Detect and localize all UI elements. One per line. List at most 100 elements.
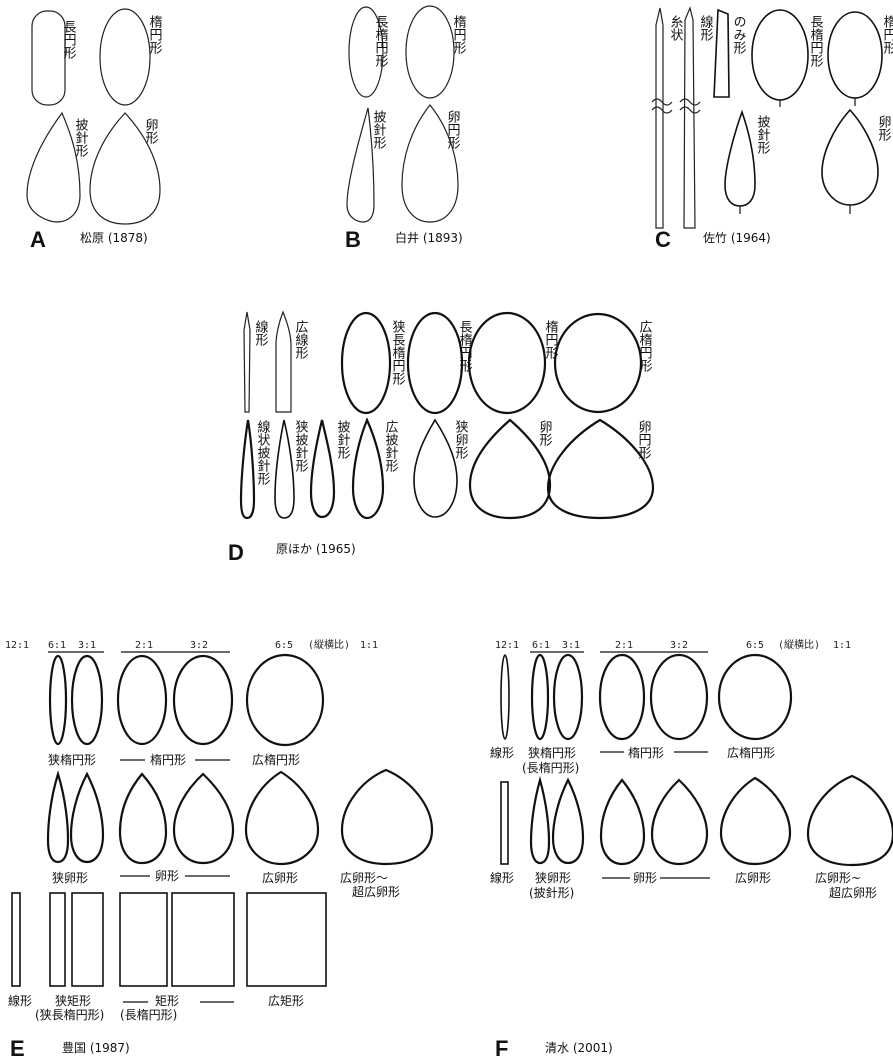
narrow-ovate-shape-b	[71, 774, 103, 862]
linear-rect-shape	[501, 782, 508, 864]
caption-c: 佐竹 (1964)	[703, 231, 771, 245]
narrow-ovate-shape-a	[531, 780, 549, 863]
narrow-elliptic-shape-b	[72, 656, 102, 744]
label-a-oblong: 長円形	[61, 20, 77, 60]
ovate-shape-a	[601, 780, 644, 864]
label-f-very-broad-ovate: 超広卵形	[829, 885, 877, 900]
label-e-narrow-elliptic: 狭楕円形	[48, 753, 96, 767]
panel-letter-f: F	[495, 1036, 508, 1061]
ratio-e-aspect-note: (縦横比)	[308, 638, 350, 651]
label-e-linear: 線形	[8, 993, 32, 1008]
label-f-elliptic: 楕円形	[628, 746, 664, 760]
rect-shape-b	[172, 893, 234, 986]
label-b-lanceolate: 披針形	[371, 110, 387, 150]
ratio-e-12-1: 12:1	[5, 640, 29, 651]
label-f-broad-elliptic: 広楕円形	[727, 746, 775, 760]
panel-letter-c: C	[655, 227, 671, 252]
panel-f: 12:1 6:1 3:1 2:1 3:2 6:5 (縦横比) 1:1 線形 狭楕…	[490, 638, 893, 1061]
ratio-e-6-1: 6:1	[48, 640, 66, 651]
wavy-break-1	[652, 99, 672, 113]
panel-letter-b: B	[345, 227, 361, 252]
ovate-shape-b	[652, 780, 707, 864]
elliptic-shape-a	[600, 655, 644, 739]
ratio-f-12-1: 12:1	[495, 640, 519, 651]
label-d-linear-lanceolate: 線状披針形	[255, 419, 271, 486]
rect-shape-a	[120, 893, 167, 986]
label-c-long-elliptic: 長楕円形	[808, 15, 824, 68]
panel-d: 線形 広線形 狭長楕円形 長楕円形 楕円形 広楕円形 線状披針形 狭披針形 披針…	[228, 312, 653, 565]
ratio-e-3-2: 3:2	[190, 640, 208, 651]
label-d-narrow-long-elliptic: 狭長楕円形	[390, 320, 406, 386]
ratio-f-6-5: 6:5	[746, 640, 764, 651]
narrow-long-elliptic-shape	[342, 313, 390, 413]
label-f-linear-2: 線形	[490, 870, 514, 885]
caption-a: 松原 (1878)	[80, 231, 148, 245]
lanceolate-shape	[725, 112, 755, 206]
label-e-broad-rect: 広矩形	[268, 994, 304, 1008]
wavy-break-2	[680, 99, 700, 113]
label-e-broad-elliptic: 広楕円形	[252, 753, 300, 767]
narrow-ovate-shape	[414, 420, 457, 517]
label-a-ovate: 卵形	[143, 118, 159, 145]
ratio-f-6-1: 6:1	[532, 640, 550, 651]
panel-a: 長円形 楕円形 披針形 卵形 A 松原 (1878)	[27, 9, 162, 252]
narrow-elliptic-shape-a	[532, 655, 548, 739]
panel-b: 長楕円形 楕円形 披針形 卵円形 B 白井 (1893)	[345, 6, 466, 252]
label-d-broad-elliptic: 広楕円形	[637, 320, 653, 373]
elliptic-shape-a	[118, 656, 166, 744]
label-e-narrow-rect: 狭矩形	[55, 994, 91, 1008]
ovate-shape-a	[120, 774, 166, 863]
narrow-rect-shape-b	[72, 893, 103, 986]
narrow-elliptic-shape-a	[50, 656, 66, 744]
broad-elliptic-shape	[719, 655, 791, 739]
narrow-rect-shape-a	[50, 893, 65, 986]
label-b-ovate-circular: 卵円形	[445, 110, 461, 150]
broad-lanceolate-shape	[353, 420, 383, 518]
label-c-elliptic: 楕円形	[881, 15, 893, 55]
panel-letter-e: E	[10, 1036, 25, 1061]
ratio-e-2-1: 2:1	[135, 640, 153, 651]
label-d-linear: 線形	[253, 319, 269, 347]
label-d-narrow-ovate: 狭卵形	[453, 420, 469, 460]
label-d-broad-linear: 広線形	[293, 320, 309, 360]
caption-d: 原ほか (1965)	[276, 542, 356, 556]
ratio-e-6-5: 6:5	[275, 640, 293, 651]
label-f-broad-ovate-to: 広卵形~	[815, 871, 861, 885]
elliptic-shape	[406, 6, 454, 98]
very-broad-ovate-shape	[808, 776, 893, 865]
panel-c: 糸状 線形 のみ形 長楕円形 楕円形 披針形 卵形 C 佐竹 (1964)	[652, 8, 893, 252]
label-a-lanceolate: 披針形	[73, 118, 89, 158]
elliptic-shape	[469, 313, 545, 413]
label-e-very-broad-ovate: 超広卵形	[352, 884, 400, 899]
label-f-broad-ovate: 広卵形	[735, 871, 771, 885]
label-d-narrow-lanceolate: 狭披針形	[293, 420, 309, 473]
narrow-ovate-shape-a	[48, 774, 68, 862]
caption-f: 清水 (2001)	[545, 1041, 613, 1055]
panel-letter-a: A	[30, 227, 46, 252]
ratio-f-3-1: 3:1	[562, 640, 580, 651]
caption-e: 豊国 (1987)	[62, 1041, 130, 1055]
label-d-long-elliptic: 長楕円形	[457, 320, 473, 373]
elliptic-shape-b	[174, 656, 232, 744]
panel-e: 12:1 6:1 3:1 2:1 3:2 6:5 (縦横比) 1:1 狭楕円形 …	[5, 638, 432, 1061]
label-f-narrow-elliptic-alt: (長楕円形)	[522, 761, 579, 775]
linear-lanceolate-shape	[241, 420, 254, 518]
elliptic-shape	[100, 9, 150, 105]
lanceolate-shape	[311, 420, 334, 517]
broad-rect-shape	[247, 893, 326, 986]
label-d-lanceolate: 披針形	[335, 420, 351, 460]
label-e-narrow-rect-alt: (狭長楕円形)	[35, 1008, 104, 1022]
label-d-ovate-circular: 卵円形	[636, 420, 652, 460]
label-b-long-elliptic: 長楕円形	[373, 15, 389, 68]
broad-ovate-shape	[246, 772, 318, 864]
linear-shape	[244, 312, 250, 412]
ratio-f-2-1: 2:1	[615, 640, 633, 651]
linear-ellipse-shape	[501, 655, 509, 739]
label-c-subulate: のみ形	[731, 15, 747, 55]
label-e-rect-alt: (長楕円形)	[120, 1008, 177, 1022]
broad-linear-shape	[276, 312, 291, 412]
ratio-f-aspect-note: (縦横比)	[778, 638, 820, 651]
label-d-ovate: 卵形	[537, 420, 553, 447]
label-f-narrow-ovate-alt: (披針形)	[529, 885, 574, 900]
